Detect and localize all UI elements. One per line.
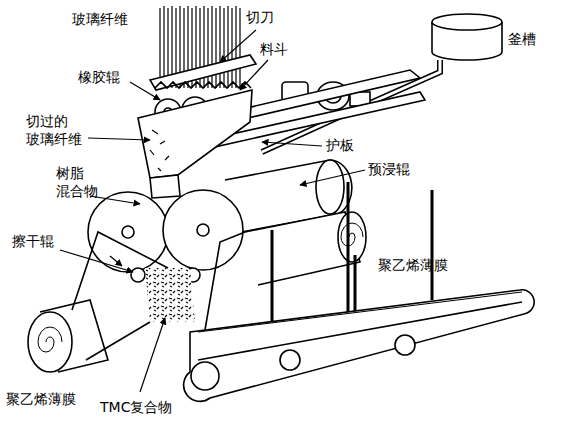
part-label: 料斗 [260,40,310,58]
part-label: 预浸辊 [368,160,428,178]
part-label: 玻璃纤维 [72,10,152,28]
part-label: 护板 [326,136,376,154]
part-label: 聚乙烯薄膜 [6,390,96,408]
part-label: 聚乙烯薄膜 [378,256,468,274]
part-label: 树脂 混合物 [56,164,106,200]
part-label: 切刀 [246,8,296,26]
part-label: 橡胶辊 [78,68,138,86]
part-label: 擦干辊 [12,232,72,250]
part-label: 釜槽 [508,30,558,48]
part-label: 切过的 玻璃纤维 [26,112,90,148]
part-label: TMC复合物 [100,398,210,416]
